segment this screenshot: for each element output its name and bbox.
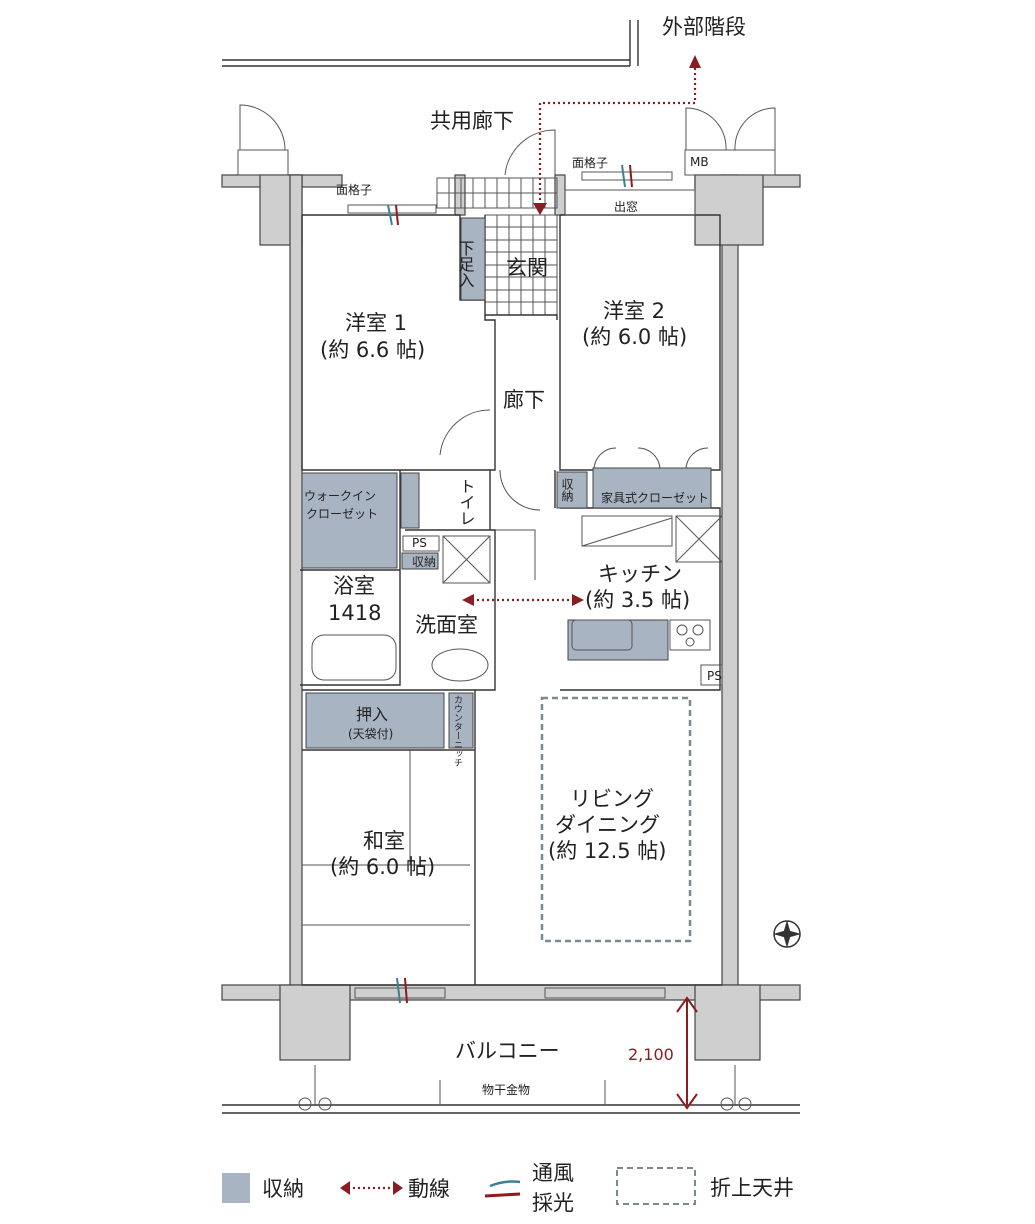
bath-name: 浴室 — [333, 574, 375, 598]
ps-label-2: PS — [707, 669, 722, 683]
balcony-depth-label: 2,100 — [628, 1045, 674, 1064]
shoe-box-label: 下足入 — [456, 240, 475, 288]
walkin-closet-label-1: ウォークイン — [304, 489, 376, 503]
living-label-1: リビング — [570, 787, 654, 811]
side-doors — [237, 104, 776, 176]
grille-label-left: 面格子 — [336, 182, 372, 197]
legend-storage-label: 収納 — [262, 1177, 304, 1201]
legend-vent-icon — [484, 1180, 521, 1198]
legend-ceiling-label: 折上天井 — [710, 1176, 794, 1200]
ps-label-1: PS — [412, 536, 427, 550]
living-label-2: ダイニング — [555, 813, 660, 837]
storage-areas — [301, 217, 723, 749]
raised-ceiling-outline — [540, 696, 692, 943]
common-corridor-label: 共用廊下 — [430, 109, 514, 133]
depth-dimension — [676, 996, 698, 1110]
balcony-rail — [222, 1065, 800, 1114]
compass-icon — [773, 920, 801, 948]
grille-label-right: 面格子 — [572, 155, 608, 170]
western-room-2-size: (約 6.0 帖) — [582, 325, 687, 349]
walkin-closet-label-2: クローゼット — [306, 507, 378, 521]
toilet-label: トイレ — [457, 478, 476, 526]
legend-flow-arrow-icon — [340, 1181, 403, 1195]
legend-light-label: 採光 — [532, 1191, 574, 1215]
legend-ceiling-swatch — [616, 1167, 696, 1205]
external-stairs-label: 外部階段 — [662, 15, 746, 39]
living-size: (約 12.5 帖) — [548, 839, 667, 863]
walls — [221, 174, 801, 1061]
oshiire-sub-label: (天袋付) — [348, 727, 393, 741]
legend: 収納 動線 通風 採光 折上天井 — [222, 1161, 794, 1215]
western-room-1-name: 洋室 1 — [345, 311, 407, 335]
furniture-closet-label: 家具式クローゼット — [601, 490, 709, 505]
clothes-hanger-label: 物干金物 — [482, 1082, 530, 1097]
top-rail — [222, 20, 639, 67]
bay-window-label: 出窓 — [614, 199, 638, 214]
small-storage-label: 収納 — [412, 555, 436, 569]
kitchen-size: (約 3.5 帖) — [585, 588, 690, 612]
ventilation-marks — [387, 164, 633, 1004]
kitchen-name: キッチン — [598, 562, 682, 586]
legend-vent-label: 通風 — [532, 1161, 574, 1185]
mb-label: MB — [690, 155, 709, 169]
tatami-lines — [302, 750, 470, 926]
balcony-label: バルコニー — [455, 1039, 560, 1063]
oshiire-label: 押入 — [356, 705, 388, 724]
japanese-room-size: (約 6.0 帖) — [330, 855, 435, 879]
storage-label: 収納 — [560, 478, 574, 502]
western-room-2-name: 洋室 2 — [603, 299, 665, 323]
legend-storage-swatch — [222, 1173, 250, 1203]
legend-flow-label: 動線 — [408, 1177, 450, 1201]
entrance-label: 玄関 — [506, 256, 548, 280]
japanese-room-name: 和室 — [363, 829, 405, 853]
western-room-1-size: (約 6.6 帖) — [320, 338, 425, 362]
hallway-label: 廊下 — [503, 388, 545, 412]
interior-walls — [300, 214, 723, 986]
bath-size: 1418 — [328, 601, 381, 625]
washroom-label: 洗面室 — [415, 613, 478, 637]
counter-niche-label: カウンターニッチ — [452, 695, 463, 767]
flow-lines — [462, 55, 701, 606]
